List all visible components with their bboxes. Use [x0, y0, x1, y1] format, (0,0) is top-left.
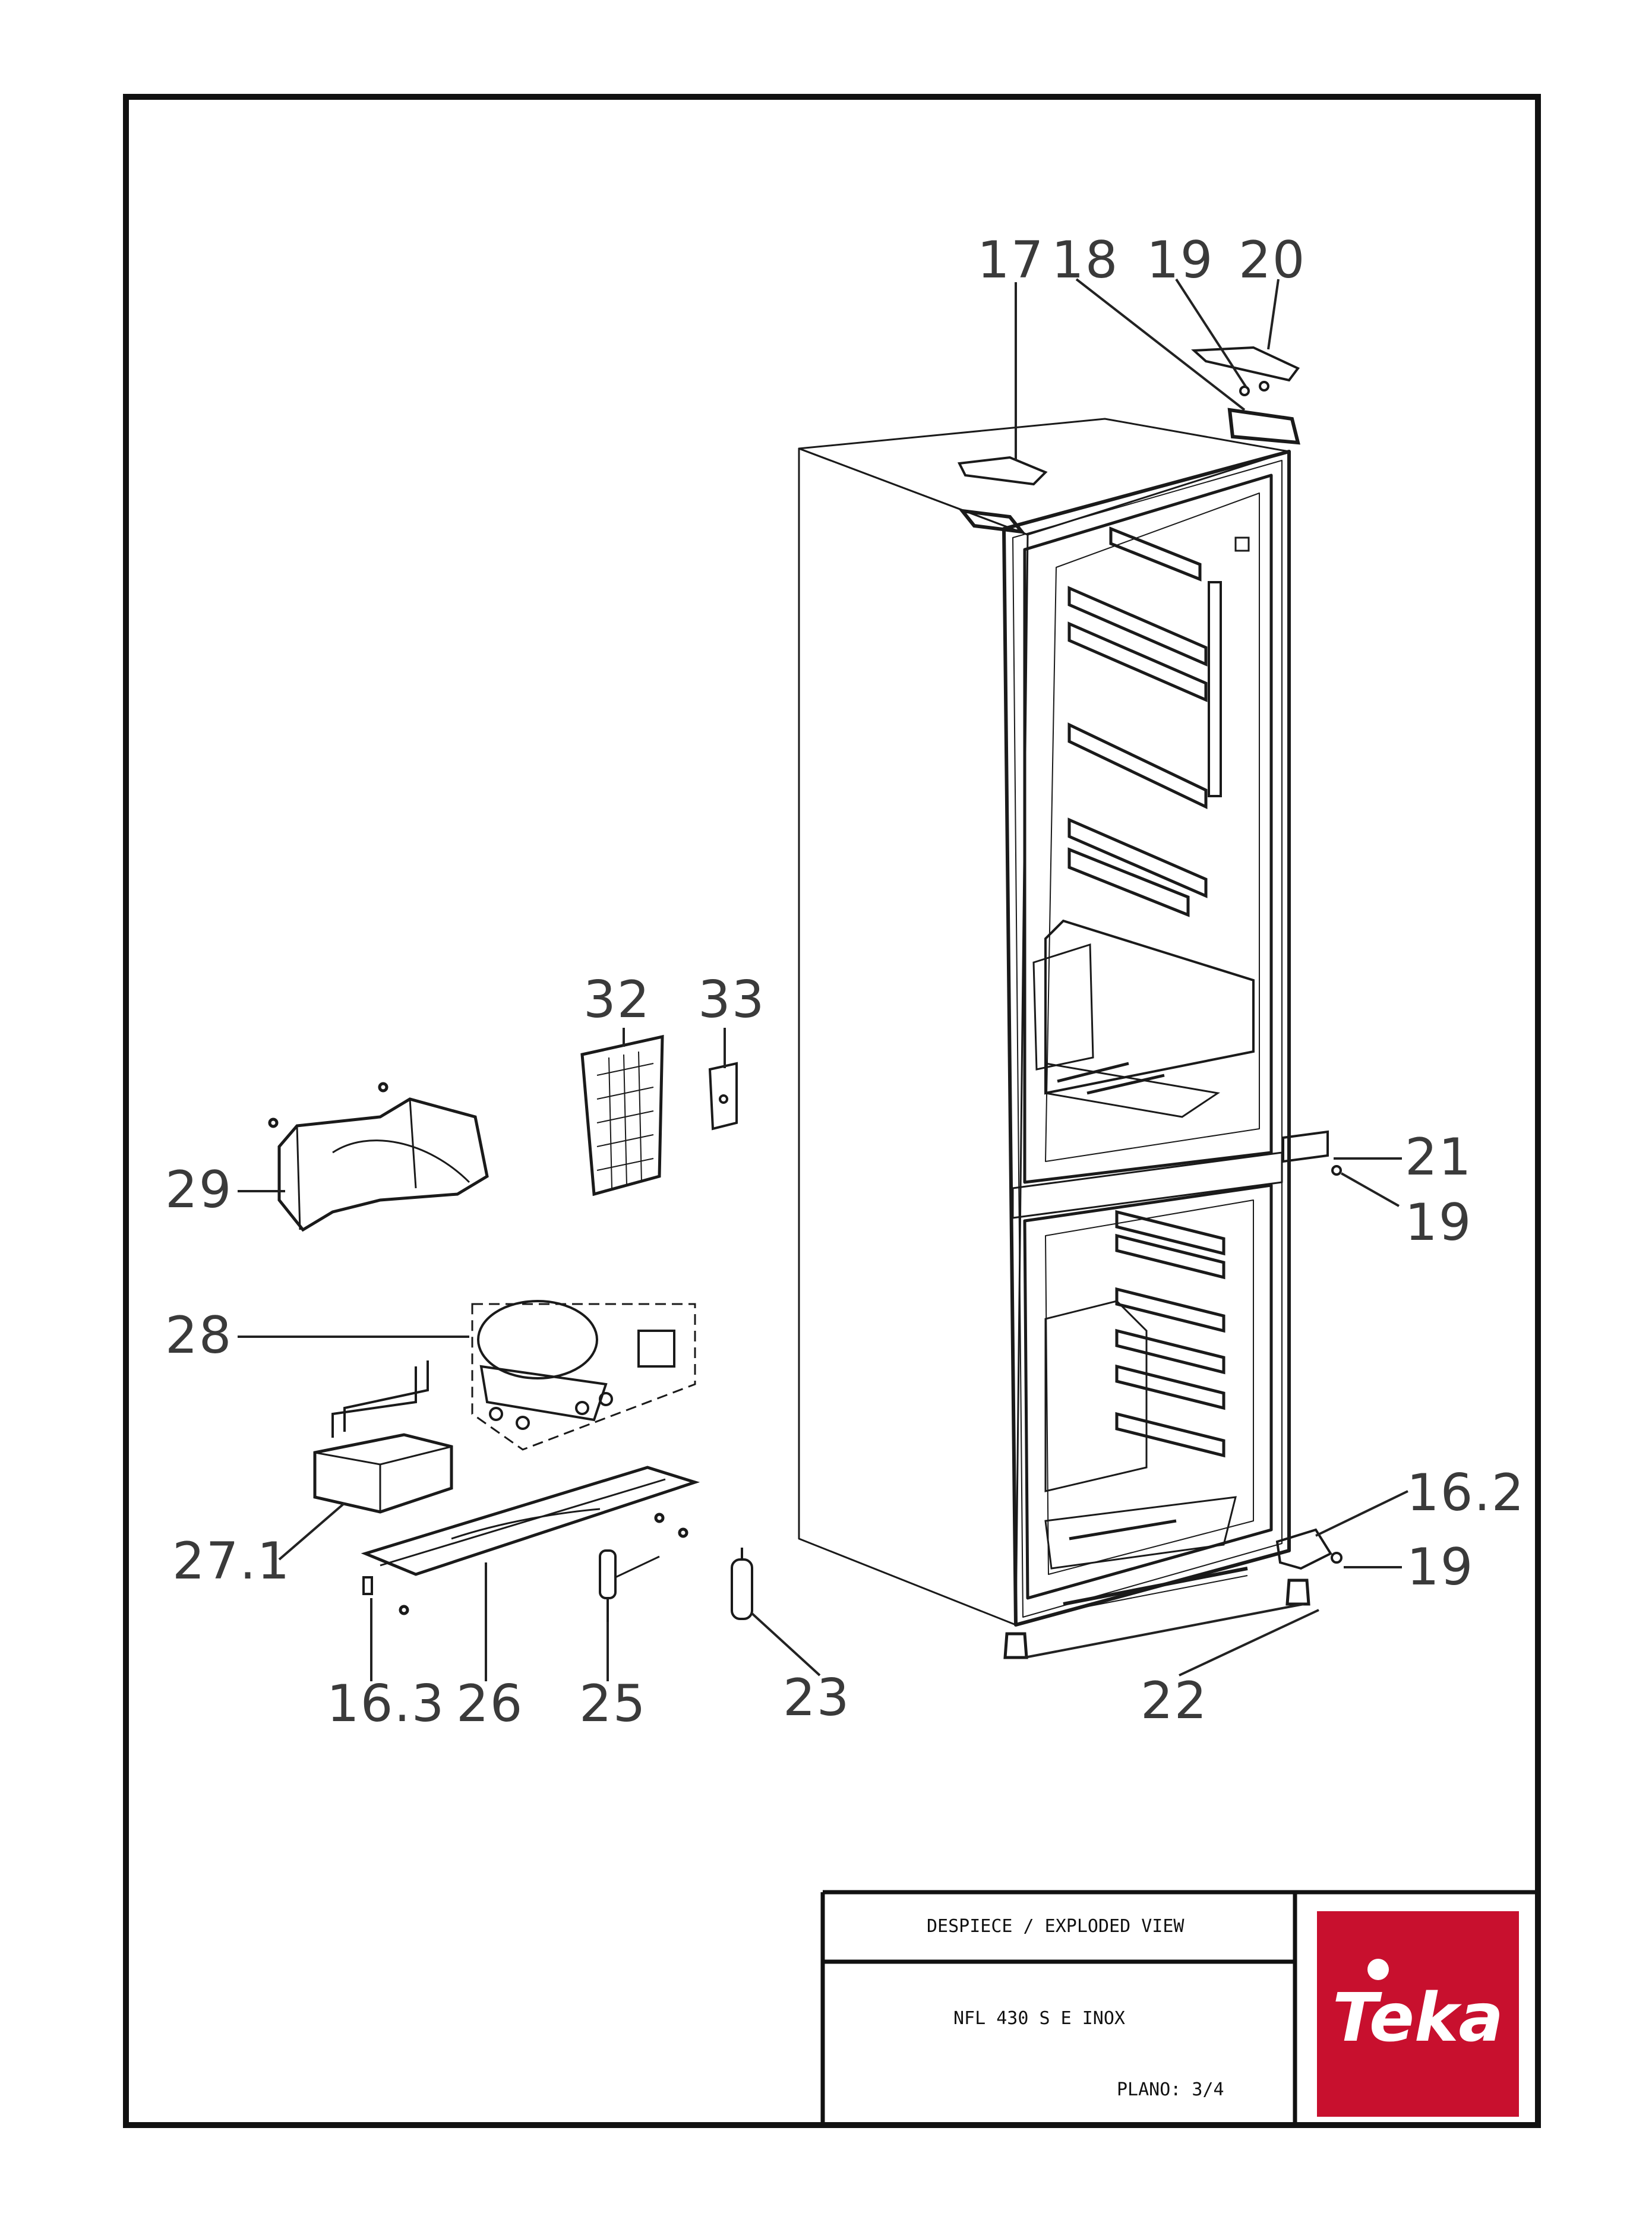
- callout-27-1: 27.1: [172, 1532, 291, 1591]
- hinge-cover-20: [1191, 346, 1300, 445]
- shelf-rails-lower: [1044, 1210, 1237, 1570]
- callout-21: 21: [1405, 1128, 1473, 1187]
- bottom-hinge: [1275, 1528, 1343, 1570]
- teka-logo-icon: Teka: [1317, 1911, 1519, 2117]
- title-block: [820, 1890, 1538, 2125]
- callout-19-top: 19: [1146, 231, 1214, 290]
- callout-16-3: 16.3: [327, 1674, 446, 1734]
- callout-17: 17: [977, 231, 1045, 290]
- part-27-1-box: [313, 1360, 453, 1514]
- shelf-rails-upper: [1032, 526, 1255, 1118]
- part-29-housing: [268, 1082, 489, 1232]
- hinge-cover-17: [957, 456, 1048, 534]
- sheet-number: PLANO: 3/4: [1117, 2079, 1224, 2100]
- part-32-grid-panel: [580, 1034, 664, 1197]
- model-name: NFL 430 S E INOX: [953, 2008, 1125, 2029]
- part-26-base-plate: [361, 1466, 700, 1615]
- middle-hinge: [1282, 1130, 1342, 1176]
- callout-16-2: 16.2: [1407, 1463, 1525, 1523]
- callout-32: 32: [583, 970, 651, 1030]
- callout-28: 28: [165, 1306, 233, 1365]
- callout-23: 23: [783, 1668, 851, 1728]
- callout-26: 26: [456, 1674, 524, 1734]
- callout-18: 18: [1051, 231, 1119, 290]
- part-28-compressor: [471, 1300, 696, 1451]
- callout-20: 20: [1239, 231, 1306, 290]
- callout-33: 33: [698, 970, 766, 1030]
- callout-25: 25: [579, 1674, 647, 1734]
- callout-22: 22: [1141, 1671, 1208, 1731]
- brand-wordmark: Teka: [1332, 1980, 1503, 2057]
- callout-19-middle: 19: [1405, 1193, 1473, 1252]
- drawing-title: DESPIECE / EXPLODED VIEW: [927, 1916, 1184, 1937]
- drawing-frame: [123, 94, 1541, 2128]
- part-16-3-pin: [362, 1576, 373, 1595]
- callout-19-bottom: 19: [1407, 1538, 1474, 1597]
- part-23-capacitor: [731, 1548, 753, 1620]
- part-25-drier: [599, 1549, 660, 1622]
- callout-29: 29: [165, 1160, 233, 1220]
- refrigerator-cabinet: [798, 418, 1291, 1627]
- leader-lines: [238, 278, 1408, 1681]
- part-33-plate: [708, 1062, 738, 1131]
